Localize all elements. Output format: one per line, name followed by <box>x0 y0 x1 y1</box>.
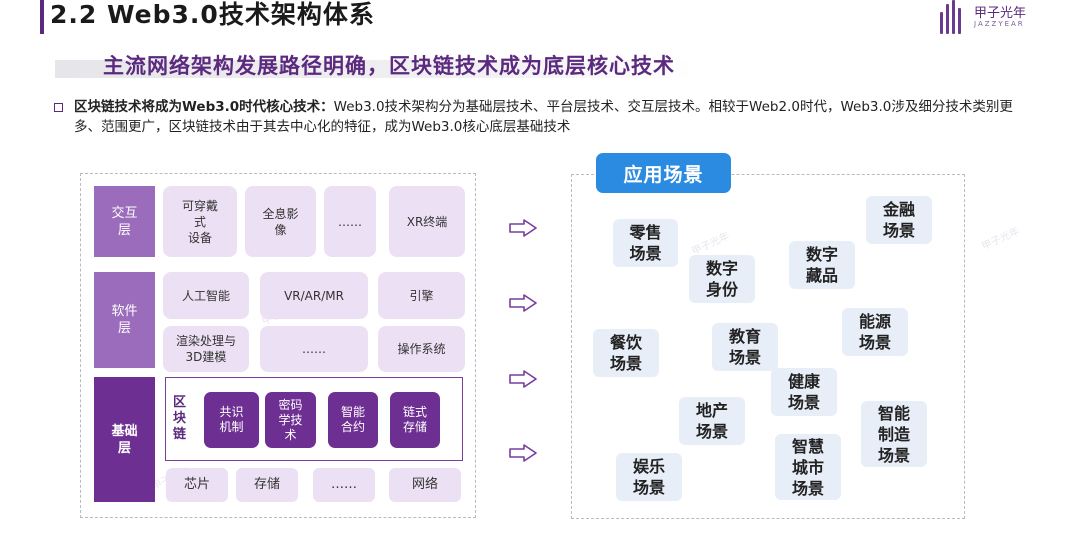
blockchain-frame <box>165 377 463 461</box>
blockchain-item: 共识 机制 <box>204 392 259 448</box>
interaction-item: 全息影 像 <box>245 186 316 257</box>
software-layer-label: 软件 层 <box>94 272 155 368</box>
bullet-square-icon <box>54 103 63 112</box>
software-item: 渲染处理与 3D建模 <box>163 326 249 372</box>
subtitle-background <box>55 60 695 78</box>
software-item: VR/AR/MR <box>260 272 368 319</box>
software-item: 引擎 <box>378 272 465 319</box>
infrastructure-item: 芯片 <box>166 468 228 502</box>
subtitle-banner: 主流网络架构发展路径明确，区块链技术成为底层核心技术 <box>55 48 735 84</box>
intro-body: Web3.0技术架构分为基础层技术、平台层技术、交互层技术。相较于Web2.0时… <box>74 99 1013 135</box>
subtitle: 主流网络架构发展路径明确，区块链技术成为底层核心技术 <box>103 54 675 78</box>
interaction-item: XR终端 <box>389 186 465 257</box>
blockchain-item: 密码 学技 术 <box>265 392 316 448</box>
scene-item: 金融 场景 <box>866 196 932 244</box>
intro-paragraph: 区块链技术将成为Web3.0时代核心技术：Web3.0技术架构分为基础层技术、平… <box>74 97 1039 137</box>
logo-text: 甲子光年 <box>974 6 1027 21</box>
scene-item: 零售 场景 <box>613 219 678 267</box>
scene-item: 地产 场景 <box>679 397 745 445</box>
arrow-right-icon <box>509 444 537 462</box>
infrastructure-item: …… <box>313 468 375 502</box>
software-item: …… <box>260 326 368 372</box>
software-item: 操作系统 <box>378 326 465 372</box>
logo-mark-icon <box>940 0 966 34</box>
scene-item: 餐饮 场景 <box>593 329 659 377</box>
brand-logo: 甲子光年 JAZZYEAR <box>940 0 1050 40</box>
infrastructure-item: 网络 <box>389 468 461 502</box>
application-frame <box>571 174 965 519</box>
scene-item: 智能 制造 场景 <box>861 401 927 467</box>
arrow-right-icon <box>509 294 537 312</box>
base-layer-label: 基础 层 <box>94 377 155 502</box>
intro-lead: 区块链技术将成为Web3.0时代核心技术： <box>74 99 334 115</box>
blockchain-item: 智能 合约 <box>328 392 378 448</box>
title-accent-bar <box>40 0 44 34</box>
scene-item: 教育 场景 <box>712 323 778 371</box>
arrow-right-icon <box>509 370 537 388</box>
scene-item: 能源 场景 <box>842 308 908 356</box>
page-title: 2.2 Web3.0技术架构体系 <box>50 0 375 29</box>
scene-item: 智慧 城市 场景 <box>775 434 841 500</box>
scene-item: 健康 场景 <box>771 368 837 416</box>
scene-item: 娱乐 场景 <box>616 453 682 501</box>
watermark: 甲子光年 <box>980 225 1022 253</box>
architecture-frame <box>80 173 476 518</box>
arrow-right-icon <box>509 219 537 237</box>
scene-item: 数字 藏品 <box>789 241 855 289</box>
blockchain-item: 链式 存储 <box>390 392 440 448</box>
scene-item: 数字 身份 <box>689 255 755 303</box>
infrastructure-item: 存储 <box>236 468 298 502</box>
blockchain-label: 区 块 链 <box>172 395 186 442</box>
logo-subtext: JAZZYEAR <box>974 20 1025 28</box>
interaction-layer-label: 交互 层 <box>94 186 155 257</box>
interaction-item: 可穿戴 式 设备 <box>163 186 237 257</box>
interaction-item: …… <box>324 186 376 257</box>
application-title: 应用场景 <box>596 153 731 193</box>
software-item: 人工智能 <box>163 272 249 319</box>
